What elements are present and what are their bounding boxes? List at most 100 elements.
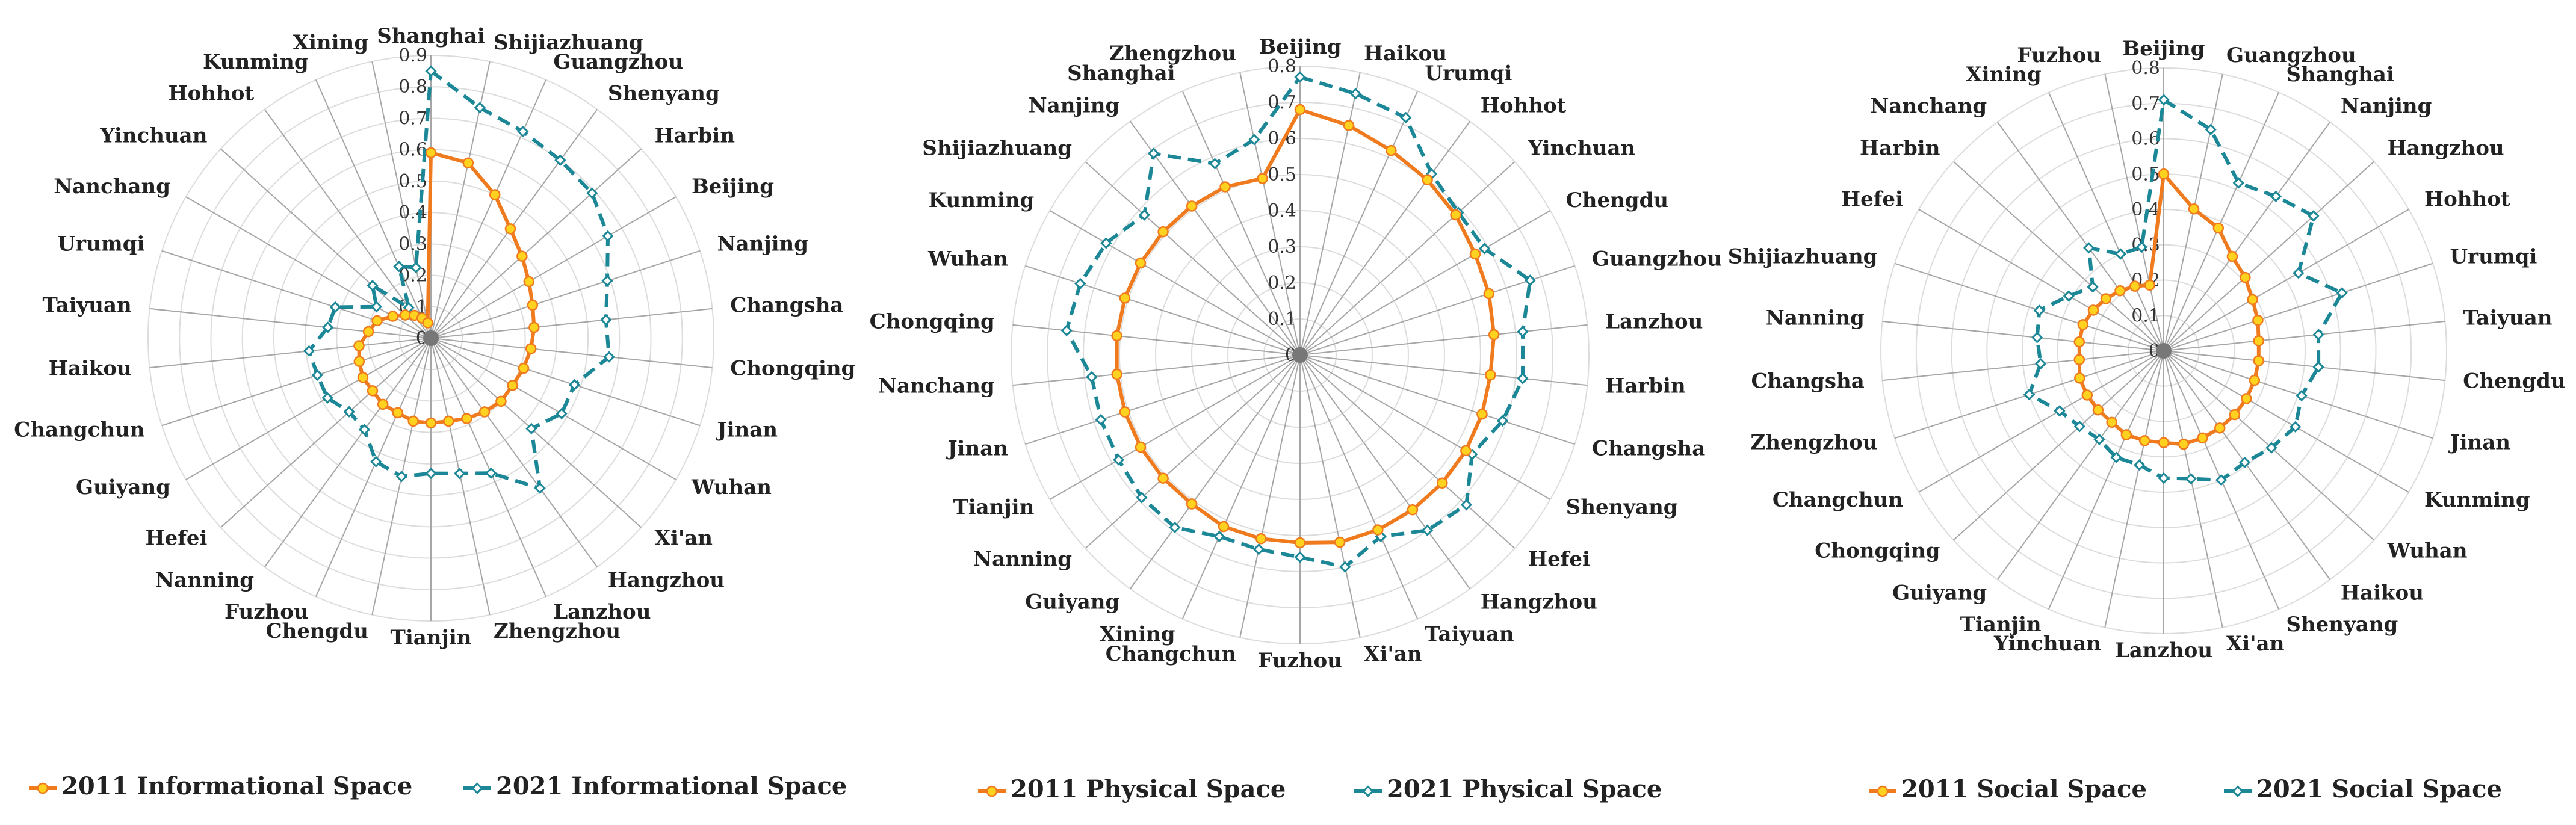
data-point-2011: [1476, 409, 1488, 420]
axis-spoke: [264, 109, 432, 339]
data-point-2011: [1119, 406, 1131, 418]
category-label: Guangzhou: [2226, 43, 2356, 67]
data-point-2021: [600, 314, 612, 326]
radial-tick-label: 0.7: [2131, 93, 2160, 114]
category-label: Nanning: [155, 569, 254, 593]
data-point-2021: [1169, 521, 1181, 534]
category-label: Harbin: [655, 123, 735, 147]
axis-spoke: [161, 338, 432, 427]
data-point-2021: [602, 230, 614, 242]
radial-tick-label: 0.9: [398, 45, 427, 66]
legend-marker-2011: [1877, 785, 1889, 797]
category-label: Nanjing: [1029, 93, 1120, 117]
data-point-2021: [1148, 147, 1160, 159]
category-label: Kunming: [929, 188, 1035, 212]
data-point-2011: [2114, 285, 2126, 297]
data-point-2021: [2232, 177, 2244, 189]
category-label: Hefei: [1841, 187, 1903, 211]
data-point-2011: [2100, 293, 2112, 304]
axis-spoke: [430, 338, 642, 528]
data-point-2021: [1524, 274, 1536, 286]
data-point-2021: [425, 65, 437, 77]
data-point-2021: [2293, 267, 2305, 279]
data-point-2011: [2092, 404, 2104, 416]
data-point-2021: [367, 280, 379, 292]
data-point-2011: [2249, 374, 2261, 386]
category-label: Fuzhou: [1258, 649, 1342, 673]
axis-spoke: [1085, 161, 1301, 356]
data-point-2011: [2188, 203, 2200, 215]
data-point-2011: [525, 343, 537, 354]
axis-spoke: [1918, 209, 2164, 351]
data-point-2011: [1386, 144, 1397, 156]
category-label: Chengdu: [1566, 188, 1668, 212]
data-point-2021: [485, 467, 497, 479]
data-point-2011: [2197, 432, 2208, 444]
category-label: Wuhan: [691, 475, 772, 499]
data-point-2021: [1248, 134, 1260, 146]
data-point-2021: [2158, 472, 2170, 484]
axis-spoke: [371, 61, 432, 339]
data-point-2011: [2081, 389, 2093, 401]
category-label: Xining: [1966, 63, 2041, 87]
axis-spoke: [149, 338, 432, 369]
legend-marker-2021: [2232, 785, 2244, 797]
series-line-2021: [1065, 75, 1532, 569]
axis-spoke: [1299, 354, 1551, 500]
data-point-2011: [357, 372, 369, 383]
axis-spoke: [430, 79, 547, 339]
category-label: Jinan: [946, 437, 1008, 461]
axis-spoke: [2163, 92, 2280, 351]
data-point-2011: [495, 395, 507, 407]
category-label: Hangzhou: [608, 569, 725, 593]
data-point-2021: [2290, 421, 2302, 433]
data-point-2021: [1100, 237, 1112, 249]
category-label: Hohhot: [2424, 187, 2510, 211]
axis-spoke: [1239, 354, 1301, 638]
axis-spoke: [1299, 210, 1551, 356]
category-label: Nanjing: [2341, 94, 2432, 118]
center-hub: [1292, 347, 1308, 363]
axis-spoke: [264, 338, 432, 567]
axis-spoke: [2104, 74, 2164, 351]
data-point-2021: [370, 456, 382, 468]
data-point-2011: [2158, 168, 2170, 180]
category-label: Tianjin: [1960, 613, 2042, 637]
data-point-2011: [2178, 438, 2190, 450]
category-label: Nanchang: [878, 374, 995, 398]
axis-spoke: [185, 338, 432, 480]
axis-spoke: [2104, 350, 2164, 628]
axis-spoke: [2163, 122, 2331, 351]
data-point-2011: [2073, 354, 2085, 365]
category-label: Guangzhou: [1592, 247, 1722, 271]
radial-tick-label: 0.6: [398, 140, 427, 161]
category-label: Hangzhou: [1481, 590, 1597, 614]
axis-spoke: [1299, 354, 1419, 619]
category-label: Shijiazhuang: [494, 31, 643, 55]
axis-spoke: [1025, 354, 1301, 445]
category-label: Kunming: [203, 50, 309, 74]
category-label: Shenyang: [608, 81, 720, 105]
data-point-2011: [2077, 319, 2089, 330]
data-point-2011: [507, 380, 518, 391]
category-label: Guiyang: [1025, 590, 1119, 614]
axis-spoke: [1882, 320, 2164, 351]
legend-marker-2011: [986, 785, 998, 797]
data-point-2021: [2087, 281, 2099, 293]
data-point-2021: [1478, 243, 1491, 255]
data-point-2011: [1450, 209, 1461, 221]
category-label: Changsha: [1751, 369, 1865, 393]
axis-spoke: [315, 79, 432, 339]
category-label: Lanzhou: [2115, 638, 2212, 663]
category-label: Zhengzhou: [1750, 431, 1877, 455]
data-point-2021: [1421, 524, 1434, 536]
category-label: Xi'an: [1364, 642, 1422, 666]
data-point-2011: [1157, 472, 1169, 484]
data-point-2011: [1257, 173, 1268, 184]
category-label: Xining: [293, 31, 368, 55]
category-label: Kunming: [2424, 488, 2530, 512]
data-point-2011: [443, 415, 454, 427]
data-point-2011: [392, 407, 404, 419]
category-label: Tianjin: [391, 626, 472, 650]
